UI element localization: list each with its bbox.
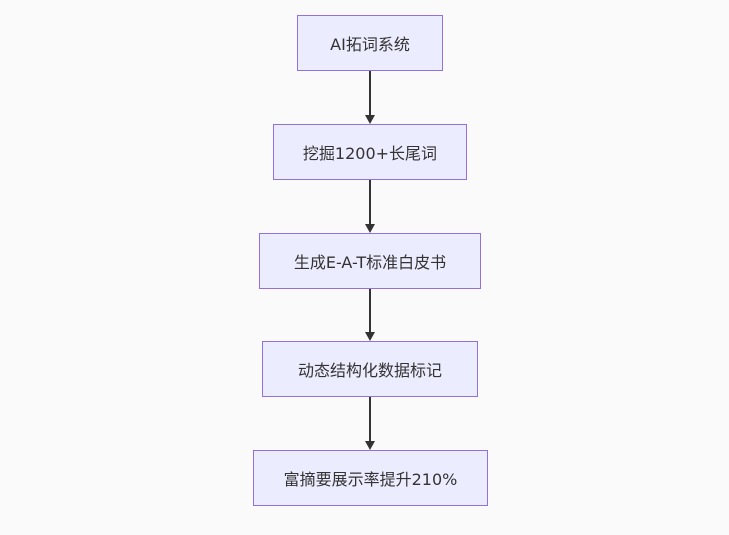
arrow-down-icon <box>365 332 375 341</box>
flow-node-longtail-mining: 挖掘1200+长尾词 <box>273 124 467 180</box>
flow-edge-4 <box>364 397 376 450</box>
edge-line <box>369 289 371 335</box>
flow-node-label: 富摘要展示率提升210% <box>283 470 458 489</box>
flow-node-structured-data-markup: 动态结构化数据标记 <box>262 341 478 397</box>
flow-node-label: 挖掘1200+长尾词 <box>302 144 438 163</box>
flow-node-label: 动态结构化数据标记 <box>297 361 442 380</box>
edge-line <box>369 397 371 444</box>
flow-node-label: AI拓词系统 <box>330 35 410 54</box>
flow-edge-2 <box>364 180 376 233</box>
arrow-down-icon <box>365 441 375 450</box>
flow-node-ai-keyword-system: AI拓词系统 <box>297 15 443 71</box>
flow-node-rich-snippet-rate: 富摘要展示率提升210% <box>253 450 488 506</box>
edge-line <box>369 180 371 227</box>
flow-edge-1 <box>364 71 376 124</box>
flow-node-eat-whitepaper: 生成E-A-T标准白皮书 <box>259 233 481 289</box>
flow-edge-3 <box>364 289 376 341</box>
arrow-down-icon <box>365 224 375 233</box>
flow-node-label: 生成E-A-T标准白皮书 <box>293 253 447 272</box>
edge-line <box>369 71 371 118</box>
arrow-down-icon <box>365 115 375 124</box>
